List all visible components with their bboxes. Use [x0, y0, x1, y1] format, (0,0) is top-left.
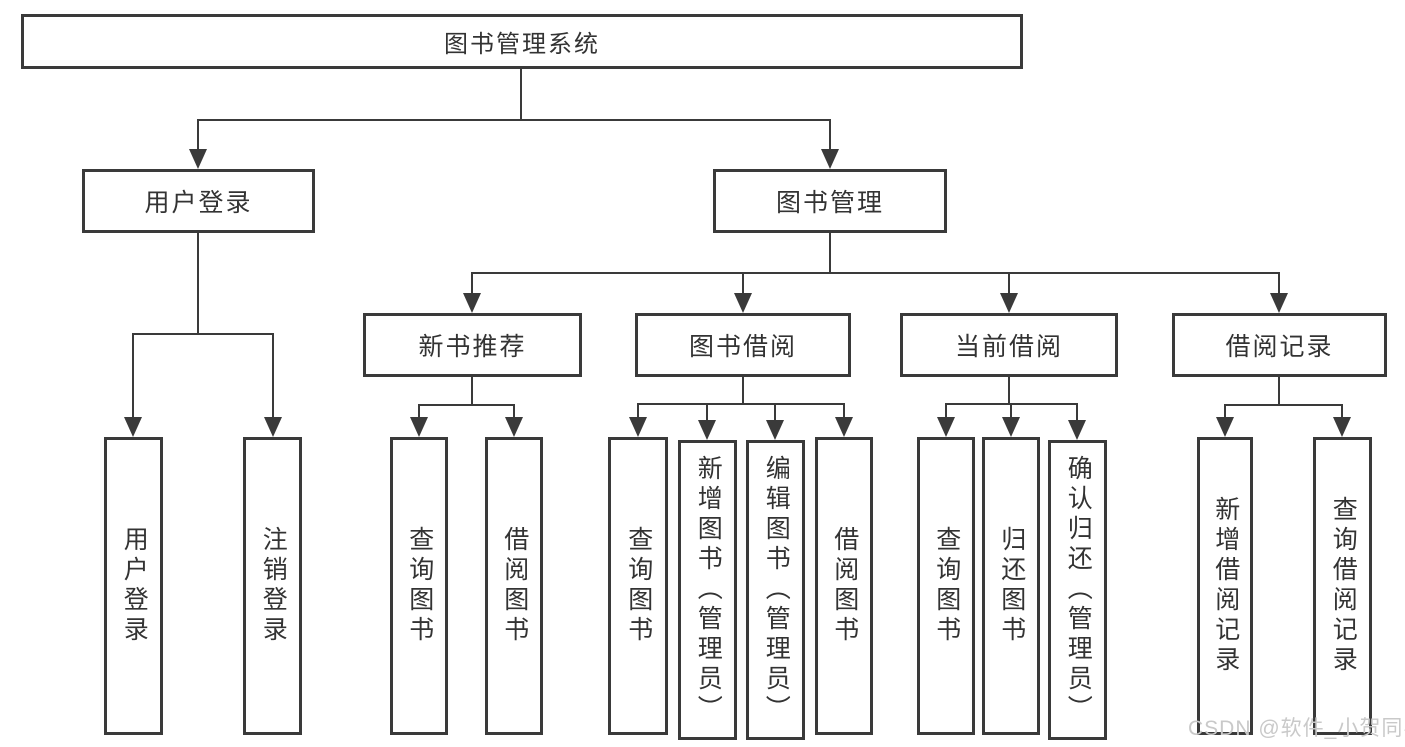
connector-line: [637, 403, 639, 419]
connector-line: [418, 404, 515, 406]
leaf-label: 注销登录: [259, 526, 288, 646]
leaf-label: 新增图书（管理员）: [694, 455, 723, 725]
connector-line: [520, 69, 522, 121]
arrowhead-down-icon: [698, 420, 716, 440]
leaf-label: 新增借阅记录: [1211, 496, 1240, 676]
leaf-edit-book-admin: 编辑图书（管理员）: [746, 440, 805, 740]
leaf-label: 借阅图书: [830, 526, 859, 646]
arrowhead-down-icon: [1270, 293, 1288, 313]
leaf-user-login: 用户登录: [104, 437, 163, 735]
arrowhead-down-icon: [1216, 417, 1234, 437]
node-book-borrow: 图书借阅: [635, 313, 851, 377]
arrowhead-down-icon: [124, 417, 142, 437]
leaf-label: 归还图书: [997, 526, 1026, 646]
connector-line: [471, 375, 473, 406]
arrowhead-down-icon: [734, 293, 752, 313]
arrowhead-down-icon: [629, 417, 647, 437]
connector-line: [1278, 272, 1280, 295]
arrowhead-down-icon: [505, 417, 523, 437]
node-label: 图书管理系统: [444, 31, 600, 58]
connector-line: [132, 333, 134, 419]
arrowhead-down-icon: [1333, 417, 1351, 437]
connector-line: [742, 272, 744, 295]
connector-line: [1278, 375, 1280, 406]
leaf-label: 确认归还（管理员）: [1064, 455, 1093, 725]
leaf-label: 查询图书: [932, 526, 961, 646]
node-label: 图书管理: [775, 189, 884, 217]
arrowhead-down-icon: [1000, 293, 1018, 313]
arrowhead-down-icon: [264, 417, 282, 437]
connector-line: [637, 403, 845, 405]
connector-line: [1341, 404, 1343, 419]
connector-line: [1008, 375, 1010, 405]
arrowhead-down-icon: [835, 417, 853, 437]
leaf-borrow-books: 借阅图书: [815, 437, 873, 735]
leaf-query-books-borrow: 查询图书: [608, 437, 668, 735]
leaf-label: 查询图书: [405, 526, 434, 646]
connector-line: [418, 404, 420, 420]
leaf-logout: 注销登录: [243, 437, 302, 735]
connector-line: [197, 232, 199, 335]
node-label: 用户登录: [144, 189, 253, 217]
leaf-query-books-current: 查询图书: [917, 437, 975, 735]
arrowhead-down-icon: [937, 417, 955, 437]
node-current-borrow: 当前借阅: [900, 313, 1118, 377]
leaf-add-borrow-record: 新增借阅记录: [1197, 437, 1253, 735]
leaf-label: 查询图书: [624, 526, 653, 646]
leaf-label: 查询借阅记录: [1329, 496, 1358, 676]
connector-line: [197, 119, 199, 152]
connector-line: [829, 119, 831, 152]
watermark: CSDN @软件_小贺同学: [1188, 717, 1405, 740]
node-borrow-records: 借阅记录: [1172, 313, 1387, 377]
connector-line: [706, 403, 708, 422]
leaf-add-book-admin: 新增图书（管理员）: [678, 440, 737, 740]
arrowhead-down-icon: [1068, 420, 1086, 440]
connector-line: [471, 272, 473, 295]
leaf-return-book: 归还图书: [982, 437, 1040, 735]
leaf-label: 借阅图书: [500, 526, 529, 646]
node-user-login: 用户登录: [82, 169, 315, 233]
connector-line: [829, 232, 831, 274]
connector-line: [1224, 404, 1226, 419]
leaf-label: 编辑图书（管理员）: [762, 455, 791, 725]
node-label: 当前借阅: [954, 333, 1063, 361]
leaf-label: 用户登录: [120, 526, 149, 646]
arrowhead-down-icon: [410, 417, 428, 437]
leaf-query-borrow-record: 查询借阅记录: [1313, 437, 1372, 735]
connector-line: [1224, 404, 1343, 406]
node-label: 借阅记录: [1225, 333, 1334, 361]
node-new-book-recommend: 新书推荐: [363, 313, 582, 377]
arrowhead-down-icon: [463, 293, 481, 313]
connector-line: [132, 333, 274, 335]
arrowhead-down-icon: [821, 149, 839, 169]
connector-line: [742, 375, 744, 405]
connector-line: [471, 272, 1280, 274]
connector-line: [1008, 272, 1010, 295]
connector-line: [945, 403, 947, 419]
connector-line: [272, 333, 274, 419]
node-label: 新书推荐: [418, 333, 527, 361]
node-label: 图书借阅: [688, 333, 797, 361]
leaf-confirm-return-admin: 确认归还（管理员）: [1048, 440, 1107, 740]
connector-line: [843, 403, 845, 419]
arrowhead-down-icon: [766, 420, 784, 440]
arrowhead-down-icon: [189, 149, 207, 169]
node-book-management: 图书管理: [713, 169, 947, 233]
arrowhead-down-icon: [1002, 417, 1020, 437]
connector-line: [513, 404, 515, 420]
connector-line: [197, 119, 831, 121]
connector-line: [1076, 403, 1078, 422]
node-root-library-system: 图书管理系统: [21, 14, 1023, 69]
connector-line: [774, 403, 776, 422]
connector-line: [1010, 403, 1012, 419]
leaf-query-books-recommend: 查询图书: [390, 437, 448, 735]
leaf-borrow-books-recommend: 借阅图书: [485, 437, 543, 735]
